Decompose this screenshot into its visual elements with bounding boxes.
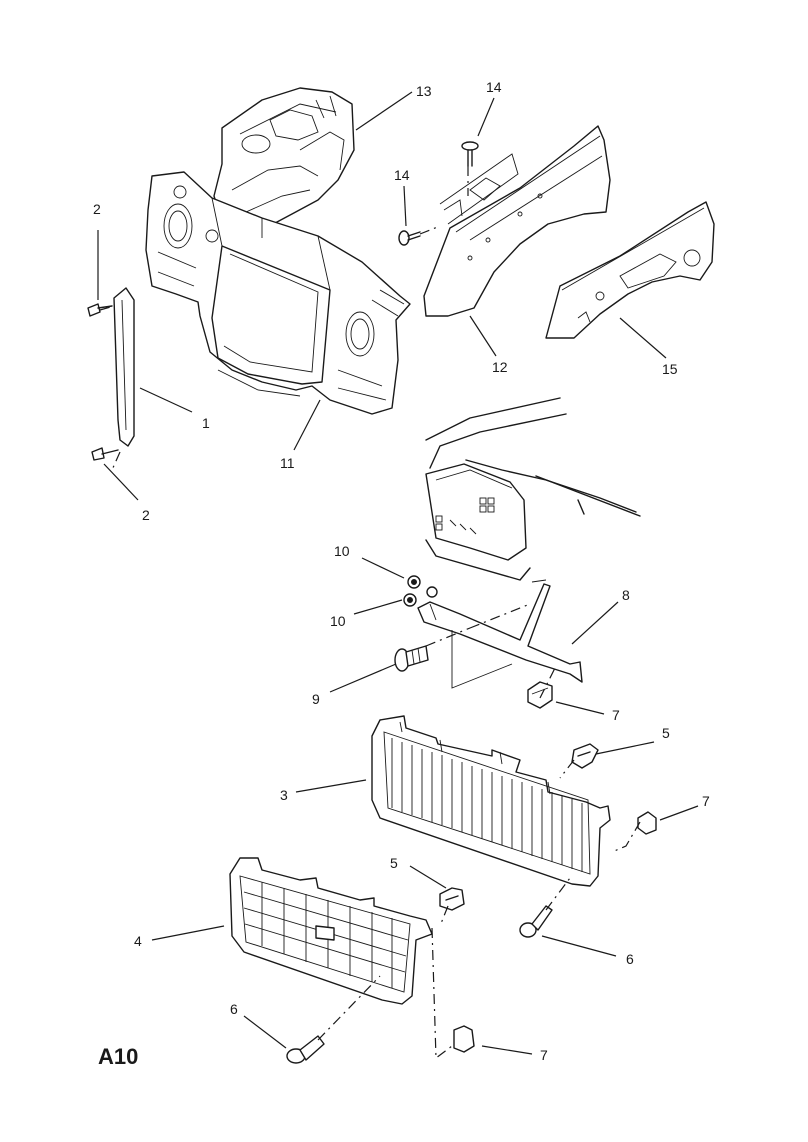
callout-2-lower: 2	[142, 507, 150, 523]
vent-grid	[435, 497, 495, 531]
part-7-clip-lower	[453, 1025, 475, 1053]
part-7-clip-upper	[527, 681, 553, 709]
part-6-screw-lower	[286, 1035, 325, 1064]
plate-label: A10	[98, 1044, 138, 1069]
callout-labels: 1 2 2 3 4 5 5 6 6 7 7 7 8 9 10 10 11 12 …	[93, 79, 710, 1063]
part-7-clip-right	[637, 811, 657, 835]
part-5-clip-lower	[439, 887, 465, 911]
callout-15: 15	[662, 361, 678, 377]
part-10-nut-middle	[426, 586, 438, 598]
part-10-nut-lower	[403, 593, 417, 607]
callout-10-lower: 10	[330, 613, 346, 629]
callout-4: 4	[134, 933, 142, 949]
callout-7-right: 7	[702, 793, 710, 809]
part-8-bracket	[417, 579, 583, 689]
callout-9: 9	[312, 691, 320, 707]
callout-6-right: 6	[626, 951, 634, 967]
callout-13: 13	[416, 83, 432, 99]
callout-5-lower: 5	[390, 855, 398, 871]
part-3-grille-vertical	[371, 715, 611, 887]
callout-12: 12	[492, 359, 508, 375]
part-2-bolt-upper	[87, 303, 113, 317]
part-1-brace	[113, 287, 135, 447]
callout-11: 11	[280, 455, 295, 471]
part-2-bolt-lower	[91, 447, 119, 461]
callout-7-lower: 7	[540, 1047, 548, 1063]
leader-lines	[97, 91, 699, 1055]
part-10-nut-upper	[407, 575, 421, 589]
callout-8: 8	[622, 587, 630, 603]
callout-1: 1	[202, 415, 210, 431]
part-14-bolt-upper	[461, 141, 479, 167]
callout-14-upper: 14	[486, 79, 502, 95]
callout-6-lower: 6	[230, 1001, 238, 1017]
callout-7-upper: 7	[612, 707, 620, 723]
callout-14-lower: 14	[394, 167, 410, 183]
part-6-screw-right	[519, 905, 553, 938]
callout-10-upper: 10	[334, 543, 350, 559]
vehicle-body-outline	[425, 397, 641, 581]
part-14-bolt-lower	[398, 230, 421, 246]
part-5-clip-upper	[571, 743, 599, 769]
callout-5-upper: 5	[662, 725, 670, 741]
part-11-front-panel	[145, 171, 411, 415]
part-4-grille-crosshatch	[229, 857, 433, 1005]
callout-2-upper: 2	[93, 201, 101, 217]
part-15-outer-wheelhouse	[545, 201, 715, 339]
part-12-inner-wheelhouse	[423, 125, 611, 317]
assembly-lines	[99, 166, 641, 1060]
callout-3: 3	[280, 787, 288, 803]
part-9-screw	[394, 645, 429, 672]
